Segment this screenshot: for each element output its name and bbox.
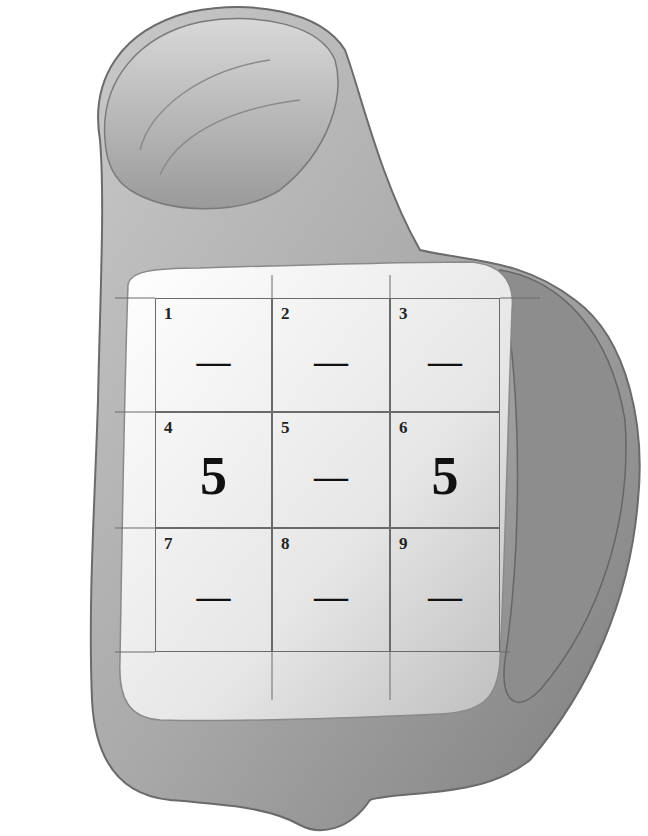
cell-number: 9 <box>399 535 408 552</box>
grade-value: 5 <box>200 449 227 503</box>
cell-number: 4 <box>164 419 173 436</box>
cell-number: 5 <box>281 419 290 436</box>
grid-cell: 9— <box>390 528 500 652</box>
grade-dash: — <box>314 460 348 494</box>
grid-extension-lines <box>115 275 540 700</box>
talus-body <box>91 7 640 830</box>
cell-number: 1 <box>164 305 173 322</box>
grid-cell: 3— <box>390 298 500 412</box>
talar-dome <box>120 262 513 721</box>
grid-cell: 2— <box>272 298 390 412</box>
grade-dash: — <box>197 580 231 614</box>
grid-cell: 65 <box>390 412 500 528</box>
grid-cell: 45 <box>155 412 272 528</box>
cell-number: 7 <box>164 535 173 552</box>
grid-cell: 1— <box>155 298 272 412</box>
cell-number: 8 <box>281 535 290 552</box>
head-ridge <box>140 60 300 175</box>
grid-cell: 7— <box>155 528 272 652</box>
lateral-process <box>500 270 626 702</box>
grade-value: 5 <box>432 449 459 503</box>
grid-cell: 8— <box>272 528 390 652</box>
grid-cell: 5— <box>272 412 390 528</box>
grade-dash: — <box>314 580 348 614</box>
cell-number: 2 <box>281 305 290 322</box>
talus-head <box>105 19 338 209</box>
grade-dash: — <box>428 345 462 379</box>
grade-dash: — <box>428 580 462 614</box>
grade-dash: — <box>197 345 231 379</box>
grade-dash: — <box>314 345 348 379</box>
cell-number: 6 <box>399 419 408 436</box>
cell-number: 3 <box>399 305 408 322</box>
